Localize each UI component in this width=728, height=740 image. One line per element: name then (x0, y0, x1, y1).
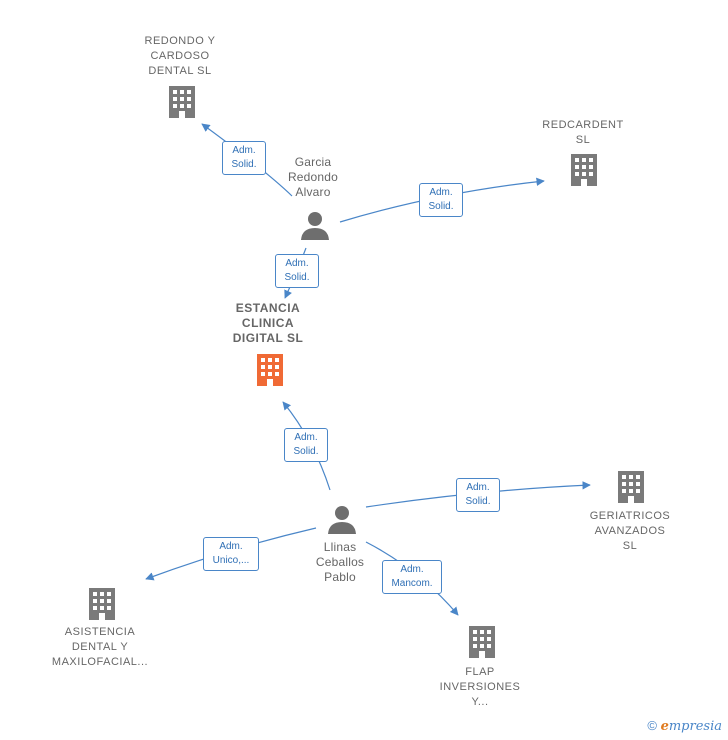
person-icon[interactable] (300, 210, 330, 240)
edge-label-llinas-estancia[interactable]: Adm. Solid. (284, 428, 328, 462)
company-name-flap[interactable]: FLAP INVERSIONES Y... (439, 666, 521, 708)
building-icon[interactable] (166, 84, 198, 120)
person-name-garcia[interactable]: Garcia Redondo Alvaro (287, 155, 339, 199)
edge-label-llinas-geriatricos[interactable]: Adm. Solid. (456, 478, 500, 512)
company-name-asistencia[interactable]: ASISTENCIA DENTAL Y MAXILOFACIAL... (51, 626, 149, 668)
brand-logo: empresia (660, 719, 722, 734)
person-icon[interactable] (327, 504, 357, 534)
building-icon-main[interactable] (254, 352, 286, 388)
edge-label-garcia-redondo[interactable]: Adm. Solid. (222, 141, 266, 175)
building-icon[interactable] (568, 152, 600, 188)
company-name-geriatricos[interactable]: GERIATRICOS AVANZADOS SL (589, 510, 671, 552)
edge-label-llinas-asistencia[interactable]: Adm. Unico,... (203, 537, 259, 571)
building-icon[interactable] (466, 624, 498, 660)
building-icon[interactable] (86, 586, 118, 622)
footer-brand: © empresia (647, 718, 722, 734)
person-name-llinas[interactable]: Llinas Ceballos Pablo (315, 540, 365, 584)
company-name-redondo[interactable]: REDONDO Y CARDOSO DENTAL SL (144, 35, 216, 77)
edge-label-llinas-flap[interactable]: Adm. Mancom. (382, 560, 442, 594)
building-icon[interactable] (615, 469, 647, 505)
edge-label-garcia-estancia[interactable]: Adm. Solid. (275, 254, 319, 288)
company-name-estancia[interactable]: ESTANCIA CLINICA DIGITAL SL (232, 301, 304, 345)
copyright-icon: © (647, 718, 657, 733)
edge-label-garcia-redcardent[interactable]: Adm. Solid. (419, 183, 463, 217)
company-name-redcardent[interactable]: REDCARDENT SL (542, 119, 624, 146)
